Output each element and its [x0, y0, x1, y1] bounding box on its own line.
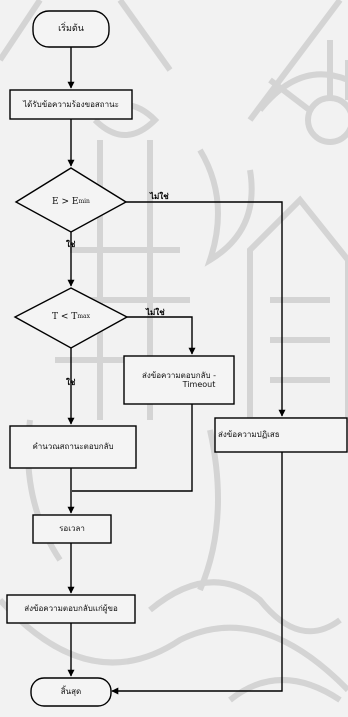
time-yes-label: ใช่: [66, 376, 75, 389]
time-no-label: ไม่ใช่: [146, 306, 165, 319]
reject-label: ส่งข้อความปฏิเสธ: [215, 418, 347, 452]
start-label: เริ่มต้น: [33, 11, 109, 47]
compute-status-label: คำนวณสถานะตอบกลับ: [10, 426, 136, 468]
receive-request-label: ได้รับข้อความร้องขอสถานะ: [10, 90, 132, 119]
send-reply-label: ส่งข้อความตอบกลับแก่ผู้ขอ: [7, 595, 135, 623]
timeout-reply-label: ส่งข้อความตอบกลับ - Timeout: [124, 356, 234, 404]
wait-label: รอเวลา: [33, 515, 111, 543]
time-condition-sub: max: [77, 314, 90, 321]
energy-condition-sub: min: [78, 199, 89, 206]
arrow-cond2-no: [127, 317, 192, 354]
timeout-reply-line2: Timeout: [143, 380, 216, 389]
energy-yes-label: ใช่: [66, 238, 75, 251]
end-label: สิ้นสุด: [31, 678, 111, 706]
timeout-reply-line1: ส่งข้อความตอบกลับ -: [142, 371, 216, 380]
energy-no-label: ไม่ใช่: [150, 190, 169, 203]
time-condition-lhs: T < T: [52, 312, 77, 322]
energy-condition-lhs: E > E: [52, 197, 78, 207]
arrow-reject-to-end: [112, 452, 282, 691]
